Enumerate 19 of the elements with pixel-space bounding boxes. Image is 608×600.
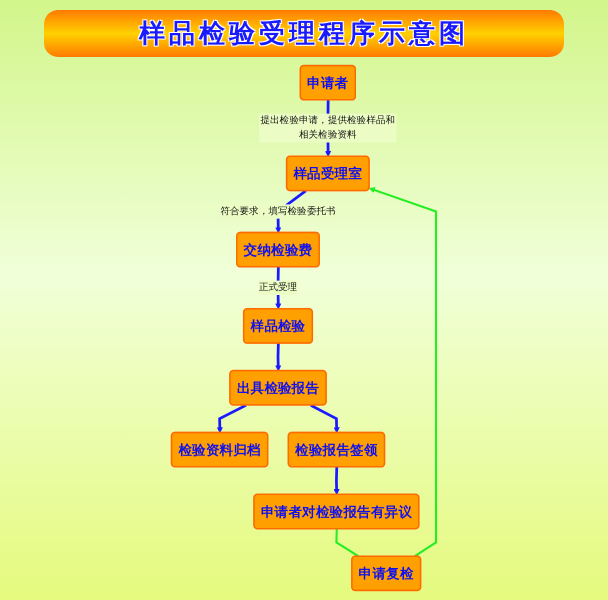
process-box: 检验资料归档 xyxy=(171,432,269,468)
process-box: 检验报告签领 xyxy=(288,432,386,468)
arrow xyxy=(217,404,247,434)
process-box: 交纳检验费 xyxy=(236,232,320,268)
arrow xyxy=(310,404,340,434)
process-box: 申请复检 xyxy=(351,555,422,592)
arrow xyxy=(369,187,438,558)
process-box: 样品检验 xyxy=(243,308,314,344)
connector xyxy=(336,528,360,558)
edge-label: 符合要求，填写检验委托书 xyxy=(220,206,336,217)
process-box: 样品受理室 xyxy=(286,156,370,192)
title: 样品检验受理程序示意图 xyxy=(44,10,564,57)
process-box: 申请者对检验报告有异议 xyxy=(253,494,420,530)
edge-label: 提出检验申请，提供检验样品和相关检验资料 xyxy=(260,114,396,140)
process-box: 申请者 xyxy=(300,64,356,101)
arrow xyxy=(275,343,282,372)
process-box: 出具检验报告 xyxy=(229,370,328,406)
arrow xyxy=(334,467,340,495)
edge-label: 正式受理 xyxy=(258,282,298,293)
